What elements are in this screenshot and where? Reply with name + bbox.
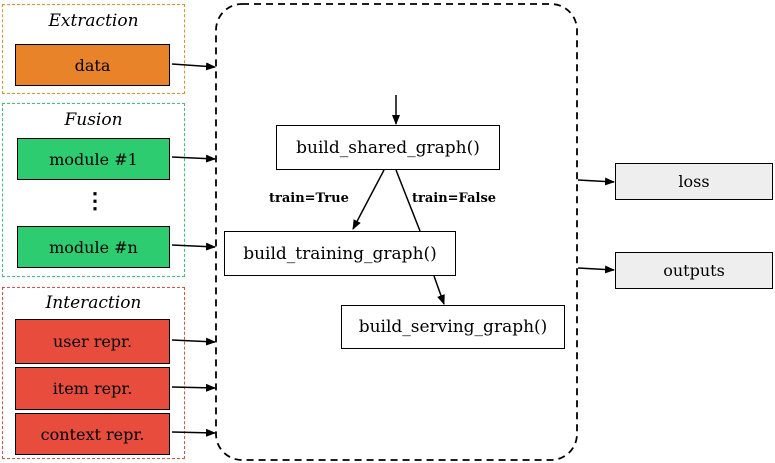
label-train-false: train=False: [412, 191, 497, 206]
module-n-node: module #n: [17, 226, 170, 268]
arrow-outputs: [577, 265, 615, 274]
user-repr-node: user repr.: [15, 319, 170, 364]
label-train-true: train=True: [269, 191, 349, 206]
loss-node: loss: [615, 163, 773, 200]
arrow-item-repr: [171, 383, 216, 392]
central-container: [215, 3, 578, 461]
fusion-title: Fusion: [64, 110, 123, 130]
edge-train-false: [395, 169, 421, 232]
item-repr-node: item repr.: [15, 367, 170, 410]
extraction-title: Extraction: [48, 11, 139, 31]
arrow-context-repr: [171, 428, 216, 437]
interaction-title: Interaction: [45, 293, 142, 313]
arrow-data: [171, 62, 216, 71]
data-node: data: [15, 44, 170, 86]
outputs-node: outputs: [615, 252, 773, 289]
arrow-loss: [577, 177, 615, 186]
build-serving-graph-node: build_serving_graph(): [341, 305, 565, 349]
build-training-graph-node: build_training_graph(): [224, 231, 456, 276]
arrow-module-1: [171, 154, 216, 163]
module-1-node: module #1: [17, 138, 170, 180]
context-repr-node: context repr.: [15, 413, 170, 455]
fusion-group: Fusion: [2, 103, 185, 277]
extraction-group: Extraction: [2, 4, 185, 94]
interaction-group: Interaction: [2, 287, 185, 459]
arrow-module-n: [171, 242, 216, 251]
build-shared-graph-node: build_shared_graph(): [276, 125, 500, 170]
arrow-to-serving: [433, 275, 445, 305]
arrow-user-repr: [171, 337, 216, 346]
edge-train-true: [352, 169, 385, 230]
